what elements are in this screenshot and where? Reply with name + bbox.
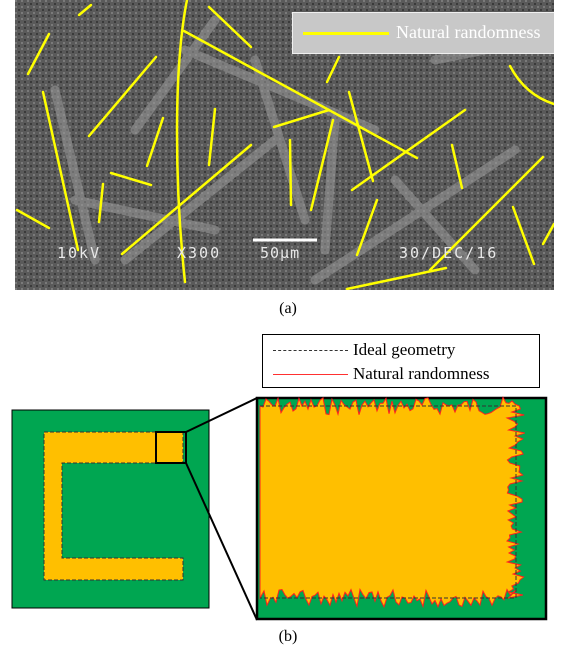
legend-swatch-dashed (273, 350, 348, 351)
legend-panel-b: Ideal geometry Natural randomness (262, 334, 540, 388)
micrograph-label-scale: 50µm (260, 244, 301, 262)
caption-b: (b) (278, 628, 298, 645)
micrograph-label-kv: 10kV (57, 244, 102, 262)
legend-panel-a: Natural randomness (292, 12, 554, 54)
zoom-line-top (185, 397, 258, 433)
zoom-box (155, 431, 187, 464)
legend-swatch-red (273, 374, 348, 375)
legend-label-random: Natural randomness (353, 364, 490, 383)
geometry-diagram (11, 396, 548, 621)
c-shape (43, 431, 184, 581)
caption-a: (a) (279, 300, 297, 317)
legend-swatch-yellow-line (303, 32, 389, 35)
rough-shape (259, 396, 525, 609)
micrograph-label-date: 30/DEC/16 (399, 244, 499, 262)
legend-label-natural-randomness: Natural randomness (396, 22, 541, 42)
legend-label-ideal: Ideal geometry (353, 340, 456, 359)
micrograph-label-mag: X300 (177, 244, 222, 262)
zoom-line-bottom (185, 462, 258, 621)
sem-micrograph: 10kV X300 50µm 30/DEC/16 Natural randomn… (15, 0, 554, 290)
ideal-geometry-outline (260, 405, 517, 599)
